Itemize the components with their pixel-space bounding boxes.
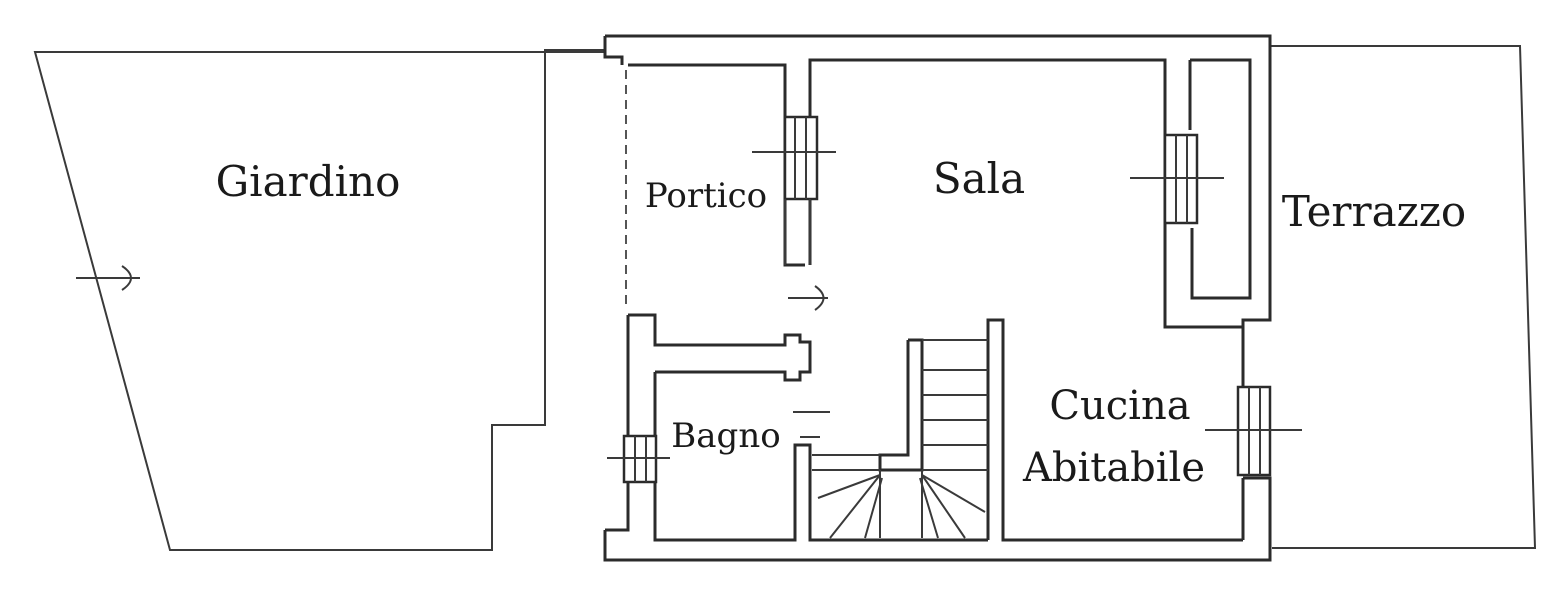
- terrazzo-outline: [1270, 45, 1537, 549]
- garden-entrance-arrow-icon: [76, 265, 140, 291]
- bagno-walls: [605, 313, 830, 532]
- window-portico: [752, 115, 836, 265]
- interior-arrow-icon: [788, 285, 828, 311]
- room-label-cucina: Cucina: [1049, 383, 1190, 429]
- room-label-bagno: Bagno: [671, 416, 780, 456]
- giardino-outline: [33, 49, 605, 551]
- room-label-abitabile: Abitabile: [1022, 445, 1205, 491]
- room-label-giardino: Giardino: [216, 157, 401, 206]
- window-bagno: [607, 434, 670, 484]
- staircase: [812, 338, 988, 539]
- window-cucina: [1205, 385, 1302, 477]
- room-label-terrazzo: Terrazzo: [1282, 187, 1466, 236]
- room-label-portico: Portico: [645, 176, 767, 216]
- room-label-sala: Sala: [933, 154, 1025, 203]
- window-sala-right: [1130, 133, 1224, 225]
